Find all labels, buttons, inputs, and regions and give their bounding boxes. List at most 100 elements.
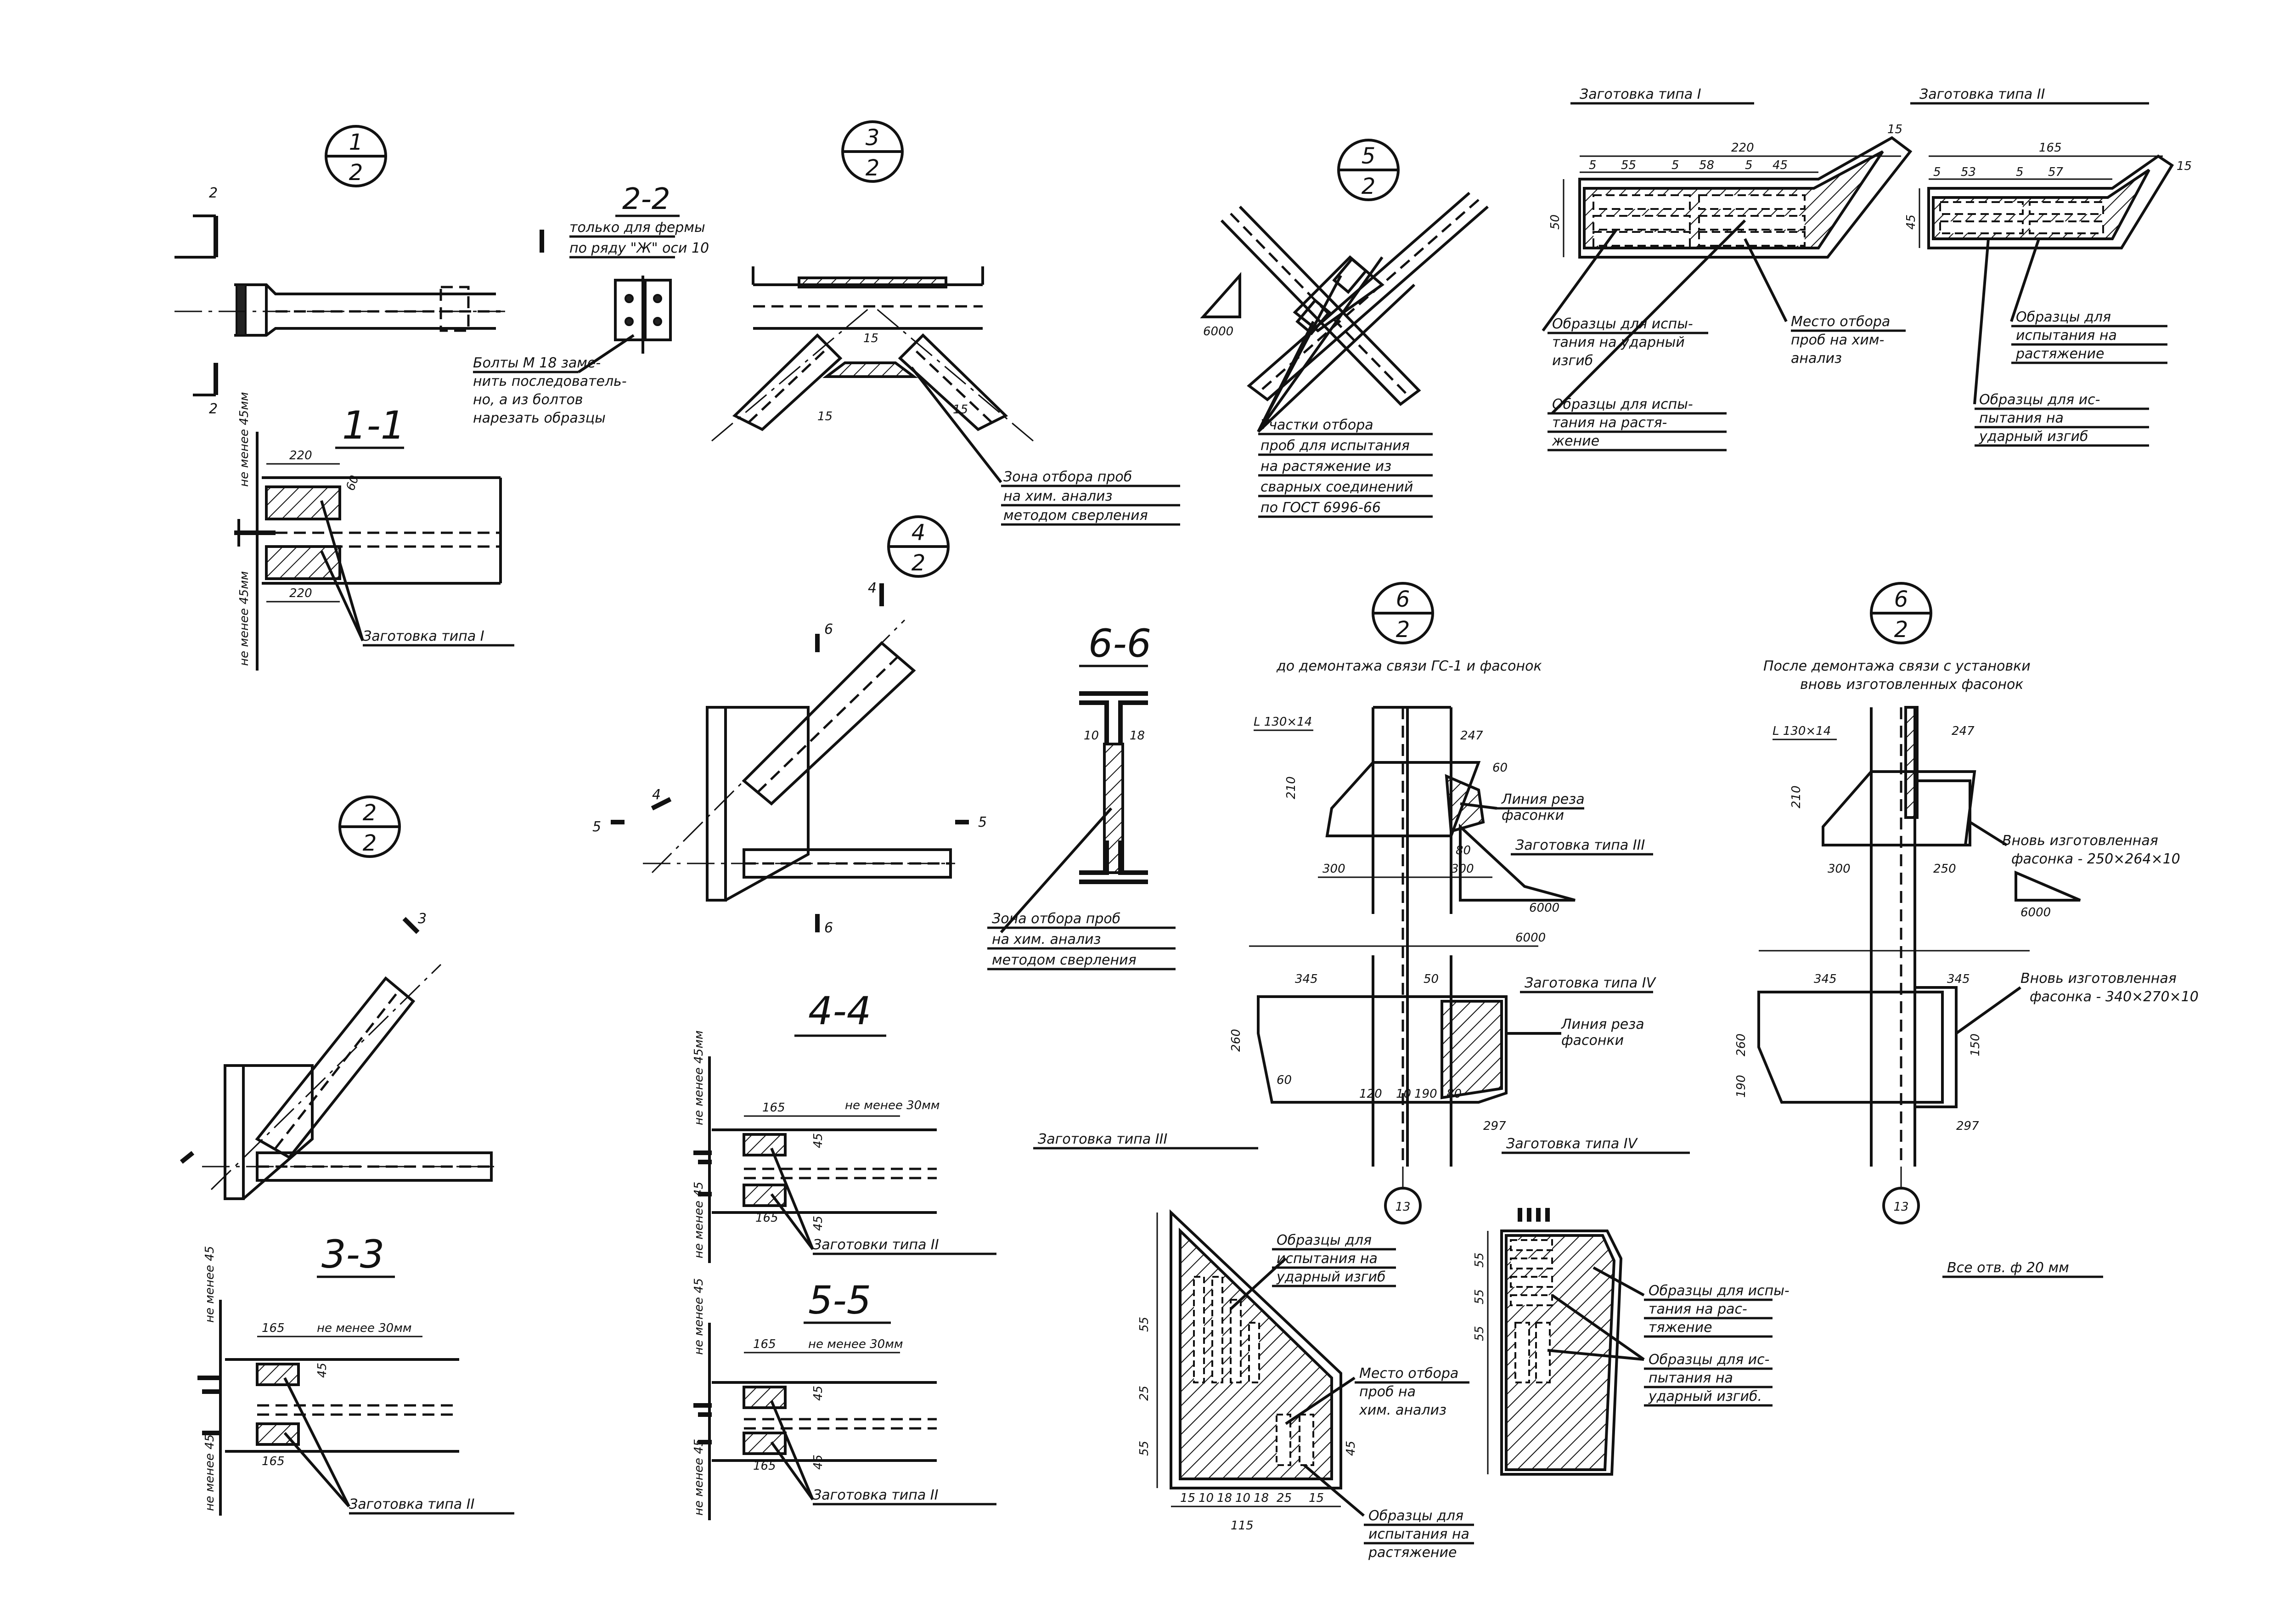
svg-text:Заготовка типа IV: Заготовка типа IV bbox=[1525, 975, 1657, 991]
svg-text:После демонтажа связи с устано: После демонтажа связи с установки bbox=[1763, 658, 2031, 674]
axis-13-a: 13 bbox=[1384, 1187, 1422, 1224]
svg-text:не менее 45мм: не менее 45мм bbox=[237, 392, 251, 487]
svg-text:Зона отбора проб: Зона отбора проб bbox=[992, 911, 1120, 927]
cut-mark-2b: 2 bbox=[209, 401, 218, 417]
svg-text:6000: 6000 bbox=[1529, 901, 1559, 915]
svg-text:не менее 45: не менее 45 bbox=[692, 1439, 706, 1516]
svg-text:165: 165 bbox=[753, 1459, 776, 1473]
svg-text:80: 80 bbox=[1446, 1087, 1462, 1101]
svg-text:165: 165 bbox=[755, 1211, 778, 1225]
svg-text:165: 165 bbox=[753, 1337, 776, 1351]
svg-text:не менее 30мм: не менее 30мм bbox=[845, 1099, 940, 1112]
svg-text:Участки отбора: Участки отбора bbox=[1261, 417, 1373, 433]
svg-text:115: 115 bbox=[1231, 1519, 1254, 1533]
svg-text:15: 15 bbox=[1180, 1491, 1195, 1505]
svg-text:Все отв. ф 20 мм: Все отв. ф 20 мм bbox=[1947, 1260, 2069, 1276]
blank-title: Заготовка типа II bbox=[1919, 86, 2045, 102]
svg-text:210: 210 bbox=[1790, 785, 1803, 808]
callout-top: 6 bbox=[1894, 587, 1908, 612]
svg-text:5: 5 bbox=[592, 819, 601, 835]
svg-text:ударный изгиб.: ударный изгиб. bbox=[1648, 1388, 1762, 1404]
blank-title: Заготовка типа I bbox=[1580, 86, 1701, 102]
svg-text:300: 300 bbox=[1451, 862, 1474, 876]
svg-text:5: 5 bbox=[1745, 158, 1753, 172]
svg-text:Образцы для: Образцы для bbox=[1277, 1232, 1372, 1248]
section-title: 2-2 bbox=[622, 182, 670, 216]
svg-text:25: 25 bbox=[1137, 1386, 1151, 1401]
svg-text:L 130×14: L 130×14 bbox=[1773, 724, 1831, 738]
svg-text:165: 165 bbox=[262, 1455, 285, 1468]
svg-text:6000: 6000 bbox=[1515, 931, 1546, 945]
callout-bottom: 2 bbox=[912, 550, 926, 576]
svg-text:345: 345 bbox=[1295, 972, 1318, 986]
svg-text:297: 297 bbox=[1483, 1119, 1506, 1133]
svg-text:15: 15 bbox=[863, 332, 878, 345]
svg-text:45: 45 bbox=[1904, 214, 1918, 230]
svg-text:60: 60 bbox=[1277, 1073, 1292, 1087]
svg-text:55: 55 bbox=[1473, 1252, 1486, 1268]
svg-text:фасонка - 340×270×10: фасонка - 340×270×10 bbox=[2030, 989, 2199, 1005]
section-title: 6-6 bbox=[1088, 621, 1151, 666]
svg-text:фасонки: фасонки bbox=[1502, 807, 1564, 823]
svg-text:вновь изготовленных фасонок: вновь изготовленных фасонок bbox=[1800, 677, 2023, 693]
svg-text:Зона отбора проб: Зона отбора проб bbox=[1003, 469, 1132, 485]
bolt-note: нарезать образцы bbox=[473, 410, 606, 426]
svg-text:6000: 6000 bbox=[1203, 325, 1233, 338]
svg-text:55: 55 bbox=[1621, 158, 1636, 172]
section-1-1: 1-1 не менее 45мм не менее 45мм 220 220 … bbox=[234, 392, 514, 671]
svg-text:45: 45 bbox=[811, 1455, 825, 1470]
svg-text:жение: жение bbox=[1552, 433, 1599, 449]
svg-text:15: 15 bbox=[2177, 159, 2192, 173]
axis-13-b: 13 bbox=[1882, 1187, 1920, 1224]
detail-5: 6000 Участки отбора проб для испытания н… bbox=[1200, 192, 1489, 518]
blank-type-label: Заготовка типа I bbox=[363, 628, 484, 644]
svg-text:50: 50 bbox=[1424, 972, 1439, 986]
svg-text:45: 45 bbox=[811, 1386, 825, 1401]
svg-text:15: 15 bbox=[817, 410, 833, 423]
svg-text:45: 45 bbox=[1773, 158, 1788, 172]
section-title: 5-5 bbox=[808, 1278, 871, 1323]
svg-text:220: 220 bbox=[289, 587, 312, 600]
svg-text:45: 45 bbox=[811, 1216, 825, 1231]
section-title: 3-3 bbox=[321, 1232, 384, 1277]
svg-text:190: 190 bbox=[1734, 1075, 1748, 1098]
svg-text:Линия реза: Линия реза bbox=[1561, 1016, 1644, 1032]
svg-text:до демонтажа связи ГС-1 и фасо: до демонтажа связи ГС-1 и фасонок bbox=[1276, 658, 1542, 674]
svg-text:Заготовка типа II: Заготовка типа II bbox=[349, 1496, 475, 1512]
svg-text:10: 10 bbox=[1084, 729, 1099, 743]
svg-text:пытания на: пытания на bbox=[1979, 410, 2064, 426]
svg-text:тяжение: тяжение bbox=[1649, 1320, 1712, 1336]
svg-text:проб для испытания: проб для испытания bbox=[1261, 438, 1410, 454]
svg-text:220: 220 bbox=[1731, 141, 1754, 155]
svg-text:5: 5 bbox=[1671, 158, 1679, 172]
svg-text:18: 18 bbox=[1217, 1491, 1232, 1505]
svg-text:4: 4 bbox=[652, 787, 661, 803]
svg-text:190: 190 bbox=[1414, 1087, 1437, 1101]
svg-text:58: 58 bbox=[1699, 158, 1714, 172]
svg-text:пытания на: пытания на bbox=[1649, 1370, 1733, 1386]
svg-text:297: 297 bbox=[1956, 1119, 1979, 1133]
svg-text:Место отбора: Место отбора bbox=[1791, 314, 1890, 330]
svg-text:не менее 45мм: не менее 45мм bbox=[237, 571, 251, 666]
svg-text:60: 60 bbox=[1492, 761, 1508, 775]
svg-text:10: 10 bbox=[1235, 1491, 1250, 1505]
svg-text:260: 260 bbox=[1734, 1033, 1748, 1056]
svg-text:220: 220 bbox=[289, 449, 312, 462]
svg-text:45: 45 bbox=[315, 1363, 329, 1378]
svg-text:методом сверления: методом сверления bbox=[1003, 508, 1148, 524]
svg-text:Заготовка типа IV: Заготовка типа IV bbox=[1506, 1136, 1638, 1152]
svg-text:проб на: проб на bbox=[1359, 1384, 1416, 1400]
bolt-note: но, а из болтов bbox=[473, 392, 583, 408]
svg-text:4: 4 bbox=[868, 580, 877, 596]
svg-text:Заготовки типа II: Заготовки типа II bbox=[813, 1237, 939, 1253]
svg-text:Вновь изготовленная: Вновь изготовленная bbox=[2002, 833, 2158, 849]
callout-4-2: 4 2 bbox=[887, 515, 950, 578]
svg-text:15: 15 bbox=[1309, 1491, 1324, 1505]
svg-text:80: 80 bbox=[1456, 844, 1471, 857]
svg-text:5: 5 bbox=[1589, 158, 1597, 172]
svg-text:Место отбора: Место отбора bbox=[1359, 1365, 1458, 1382]
cut-mark-2: 2 bbox=[209, 185, 218, 201]
callout-6-2-after: 6 2 bbox=[1870, 582, 1932, 644]
section-4-4: 4-4 не менее 45мм не менее 45 165 не мен… bbox=[692, 988, 996, 1263]
